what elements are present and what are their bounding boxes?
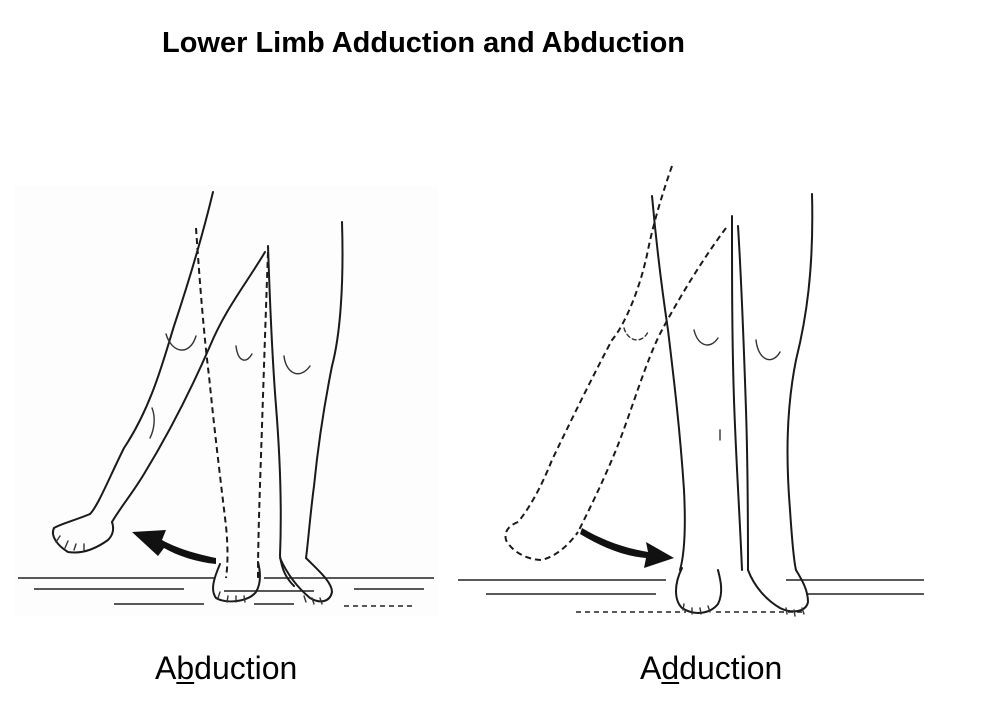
floor-lines-right bbox=[458, 579, 924, 613]
underlined-letter: b bbox=[176, 650, 195, 686]
adduction-arrow-icon bbox=[580, 528, 674, 568]
page-title: Lower Limb Adduction and Abduction bbox=[162, 27, 686, 59]
adduction-caption: Adduction bbox=[640, 650, 783, 686]
abduction-caption: Abduction bbox=[155, 650, 298, 686]
abducted-leg bbox=[52, 191, 266, 554]
standing-leg bbox=[212, 221, 344, 605]
standing-leg bbox=[737, 193, 814, 617]
abducted-leg-outline bbox=[504, 165, 727, 562]
resting-leg-outline bbox=[195, 227, 269, 579]
abduction-arrow-icon bbox=[132, 530, 216, 564]
adduction-illustration bbox=[456, 160, 930, 617]
underlined-letter: d bbox=[661, 650, 680, 686]
adducted-leg bbox=[651, 195, 743, 615]
abduction-illustration bbox=[14, 186, 438, 616]
